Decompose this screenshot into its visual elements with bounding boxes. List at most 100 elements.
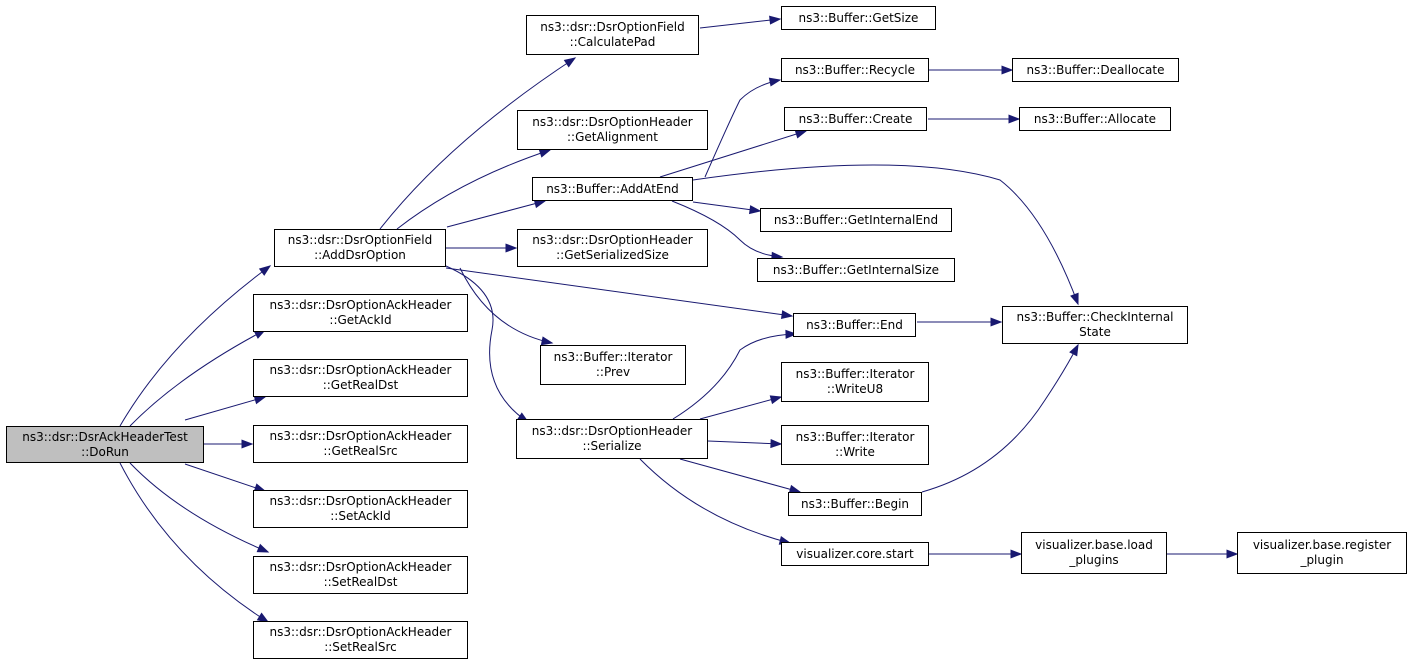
- node-vizstart[interactable]: visualizer.core.start: [781, 542, 929, 566]
- node-label: ns3::dsr::DsrOptionHeader: [531, 424, 693, 438]
- node-label: ::CalculatePad: [569, 35, 656, 49]
- node-label: ns3::Buffer::Iterator: [553, 350, 673, 364]
- node-label: ::Write: [835, 445, 875, 459]
- arrowhead: [769, 395, 783, 405]
- node-label: ns3::Buffer::End: [806, 317, 903, 332]
- arrowhead: [794, 129, 808, 139]
- node-getserializedsize[interactable]: ns3::dsr::DsrOptionHeader::GetSerialized…: [517, 229, 708, 267]
- node-label: ::SetRealDst: [323, 575, 398, 589]
- edge-dorun-to-adddsroption: [119, 265, 272, 427]
- node-label: visualizer.base.register: [1252, 538, 1392, 552]
- arrowhead: [748, 205, 762, 215]
- node-label: ::GetAckId: [329, 313, 392, 327]
- node-serialize[interactable]: ns3::dsr::DsrOptionHeader::Serialize: [516, 419, 708, 459]
- node-create[interactable]: ns3::Buffer::Create: [784, 107, 927, 131]
- node-label: ns3::Buffer::Begin: [800, 496, 910, 511]
- edge-dorun-to-getrealsrc: [204, 439, 254, 449]
- edge-adddsroption-to-addatend: [446, 199, 547, 228]
- edge-addatend-to-recycle: [704, 77, 782, 178]
- node-label: visualizer.base.load: [1035, 538, 1153, 552]
- node-label: ::DoRun: [81, 444, 129, 459]
- edge-adddsroption-to-getalignment: [396, 149, 552, 230]
- arrowhead: [1070, 292, 1079, 306]
- node-iterprev[interactable]: ns3::Buffer::Iterator::Prev: [540, 345, 686, 385]
- node-label: ns3::Buffer::CheckInternal: [1016, 310, 1174, 324]
- node-setackid[interactable]: ns3::dsr::DsrOptionAckHeader::SetAckId: [253, 490, 468, 528]
- edge-dorun-to-setrealdst: [129, 462, 270, 553]
- node-label: ns3::Buffer::Create: [798, 111, 913, 126]
- node-dorun: ns3::dsr::DsrAckHeaderTest::DoRun: [6, 426, 204, 463]
- node-label: ::AddDsrOption: [314, 248, 406, 262]
- arrowhead: [258, 265, 272, 276]
- edge-serialize-to-vizstart: [639, 458, 792, 545]
- edge-recycle-to-deallocate: [929, 65, 1014, 75]
- node-label: ns3::dsr::DsrOptionAckHeader: [269, 363, 452, 377]
- edge-dorun-to-getackid: [129, 329, 267, 427]
- node-label: ::Prev: [595, 365, 631, 379]
- node-write[interactable]: ns3::Buffer::Iterator::Write: [781, 425, 929, 465]
- node-getalignment[interactable]: ns3::dsr::DsrOptionHeader::GetAlignment: [517, 110, 708, 150]
- edge-serialize-to-end: [672, 329, 798, 420]
- arrowhead: [785, 329, 798, 339]
- arrowhead: [1001, 65, 1014, 75]
- node-getsize[interactable]: ns3::Buffer::GetSize: [781, 6, 936, 30]
- node-label: ns3::Buffer::GetSize: [798, 10, 919, 25]
- edge-addatend-to-checkinternalstate: [692, 164, 1079, 306]
- node-adddsroption[interactable]: ns3::dsr::DsrOptionField::AddDsrOption: [274, 229, 446, 267]
- edge-begin-to-checkinternalstate: [921, 343, 1079, 493]
- arrowhead: [241, 439, 254, 449]
- node-calculatepad[interactable]: ns3::dsr::DsrOptionField::CalculatePad: [526, 15, 699, 55]
- node-label: ns3::dsr::DsrOptionAckHeader: [269, 298, 452, 312]
- node-loadplugins[interactable]: visualizer.base.load_plugins: [1021, 532, 1167, 574]
- node-getackid[interactable]: ns3::dsr::DsrOptionAckHeader::GetAckId: [253, 294, 468, 332]
- node-label: ::GetRealSrc: [323, 444, 398, 458]
- node-label: ns3::Buffer::GetInternalEnd: [773, 212, 939, 227]
- node-addatend[interactable]: ns3::Buffer::AddAtEnd: [532, 177, 693, 201]
- node-deallocate[interactable]: ns3::Buffer::Deallocate: [1012, 58, 1179, 82]
- node-recycle[interactable]: ns3::Buffer::Recycle: [781, 58, 929, 82]
- node-writeu8[interactable]: ns3::Buffer::Iterator::WriteU8: [781, 362, 929, 402]
- arrowhead: [1226, 549, 1239, 559]
- node-getrealdst[interactable]: ns3::dsr::DsrOptionAckHeader::GetRealDst: [253, 359, 468, 397]
- node-end[interactable]: ns3::Buffer::End: [793, 313, 916, 337]
- node-label: ns3::Buffer::Iterator: [795, 367, 915, 381]
- node-label: ns3::Buffer::Deallocate: [1026, 62, 1165, 77]
- node-label: ns3::Buffer::Iterator: [795, 430, 915, 444]
- node-allocate[interactable]: ns3::Buffer::Allocate: [1019, 107, 1171, 131]
- edge-addatend-to-getinternalend: [692, 201, 762, 215]
- arrowhead: [256, 543, 270, 553]
- arrowhead: [770, 439, 783, 449]
- edge-adddsroption-to-serialize: [445, 265, 530, 423]
- arrowhead: [768, 77, 782, 87]
- node-label: ::GetRealDst: [322, 378, 399, 392]
- node-label: ns3::dsr::DsrOptionHeader: [532, 115, 693, 129]
- node-label: ns3::dsr::DsrOptionAckHeader: [269, 494, 452, 508]
- arrowhead: [538, 149, 552, 158]
- node-label: ns3::Buffer::Recycle: [794, 62, 916, 77]
- edge-calculatepad-to-getsize: [699, 15, 782, 29]
- node-label: _plugins: [1069, 553, 1119, 567]
- node-label: _plugin: [1300, 553, 1344, 567]
- arrowhead: [990, 317, 1003, 327]
- node-getinternalsize[interactable]: ns3::Buffer::GetInternalSize: [757, 258, 955, 282]
- node-begin[interactable]: ns3::Buffer::Begin: [788, 492, 922, 516]
- node-getrealsrc[interactable]: ns3::dsr::DsrOptionAckHeader::GetRealSrc: [253, 425, 468, 463]
- node-label: ns3::dsr::DsrOptionField: [540, 20, 685, 34]
- node-label: ns3::dsr::DsrAckHeaderTest: [22, 429, 188, 444]
- edge-dorun-to-getrealdst: [184, 395, 267, 421]
- node-setrealsrc[interactable]: ns3::dsr::DsrOptionAckHeader::SetRealSrc: [253, 621, 468, 659]
- arrowhead: [1010, 549, 1023, 559]
- edge-adddsroption-to-iterprev: [459, 267, 554, 346]
- node-setrealdst[interactable]: ns3::dsr::DsrOptionAckHeader::SetRealDst: [253, 556, 468, 594]
- node-registerplugin[interactable]: visualizer.base.register_plugin: [1237, 532, 1407, 574]
- edge-adddsroption-to-end: [445, 267, 794, 320]
- node-getinternalend[interactable]: ns3::Buffer::GetInternalEnd: [760, 208, 952, 232]
- arrowhead: [769, 15, 782, 25]
- node-label: ns3::Buffer::Allocate: [1033, 111, 1157, 126]
- edge-dorun-to-setrealsrc: [119, 462, 270, 623]
- edge-loadplugins-to-registerplugin: [1167, 549, 1239, 559]
- node-label: ns3::Buffer::AddAtEnd: [546, 181, 679, 196]
- node-label: ns3::dsr::DsrOptionAckHeader: [269, 625, 452, 639]
